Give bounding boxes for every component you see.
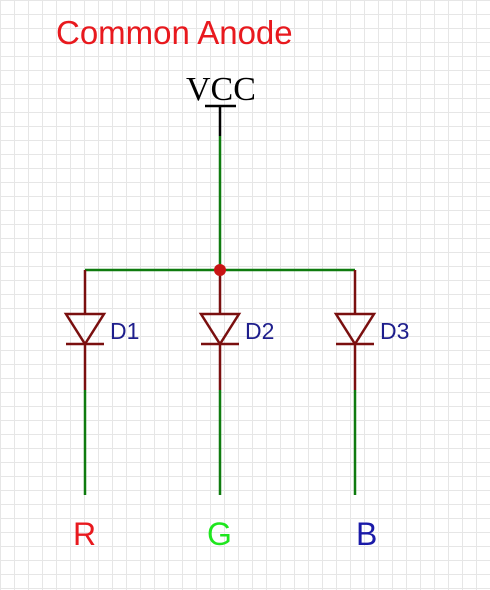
net-label-b: B <box>356 516 377 552</box>
vcc-label: VCC <box>186 71 256 108</box>
diagram-title: Common Anode <box>56 14 293 51</box>
d1-triangle <box>63 312 107 347</box>
d2-triangle <box>198 312 242 347</box>
junction-dot <box>214 264 226 276</box>
diode-d3[interactable] <box>333 270 377 390</box>
d3-designator: D3 <box>380 318 409 344</box>
d1-designator: D1 <box>110 318 139 344</box>
vcc-power-symbol <box>205 104 236 136</box>
net-label-r: R <box>73 516 96 552</box>
d2-designator: D2 <box>245 318 274 344</box>
net-label-g: G <box>207 516 232 552</box>
diode-d2[interactable] <box>198 270 242 390</box>
diode-d1[interactable] <box>63 270 107 390</box>
d3-triangle <box>333 312 377 347</box>
